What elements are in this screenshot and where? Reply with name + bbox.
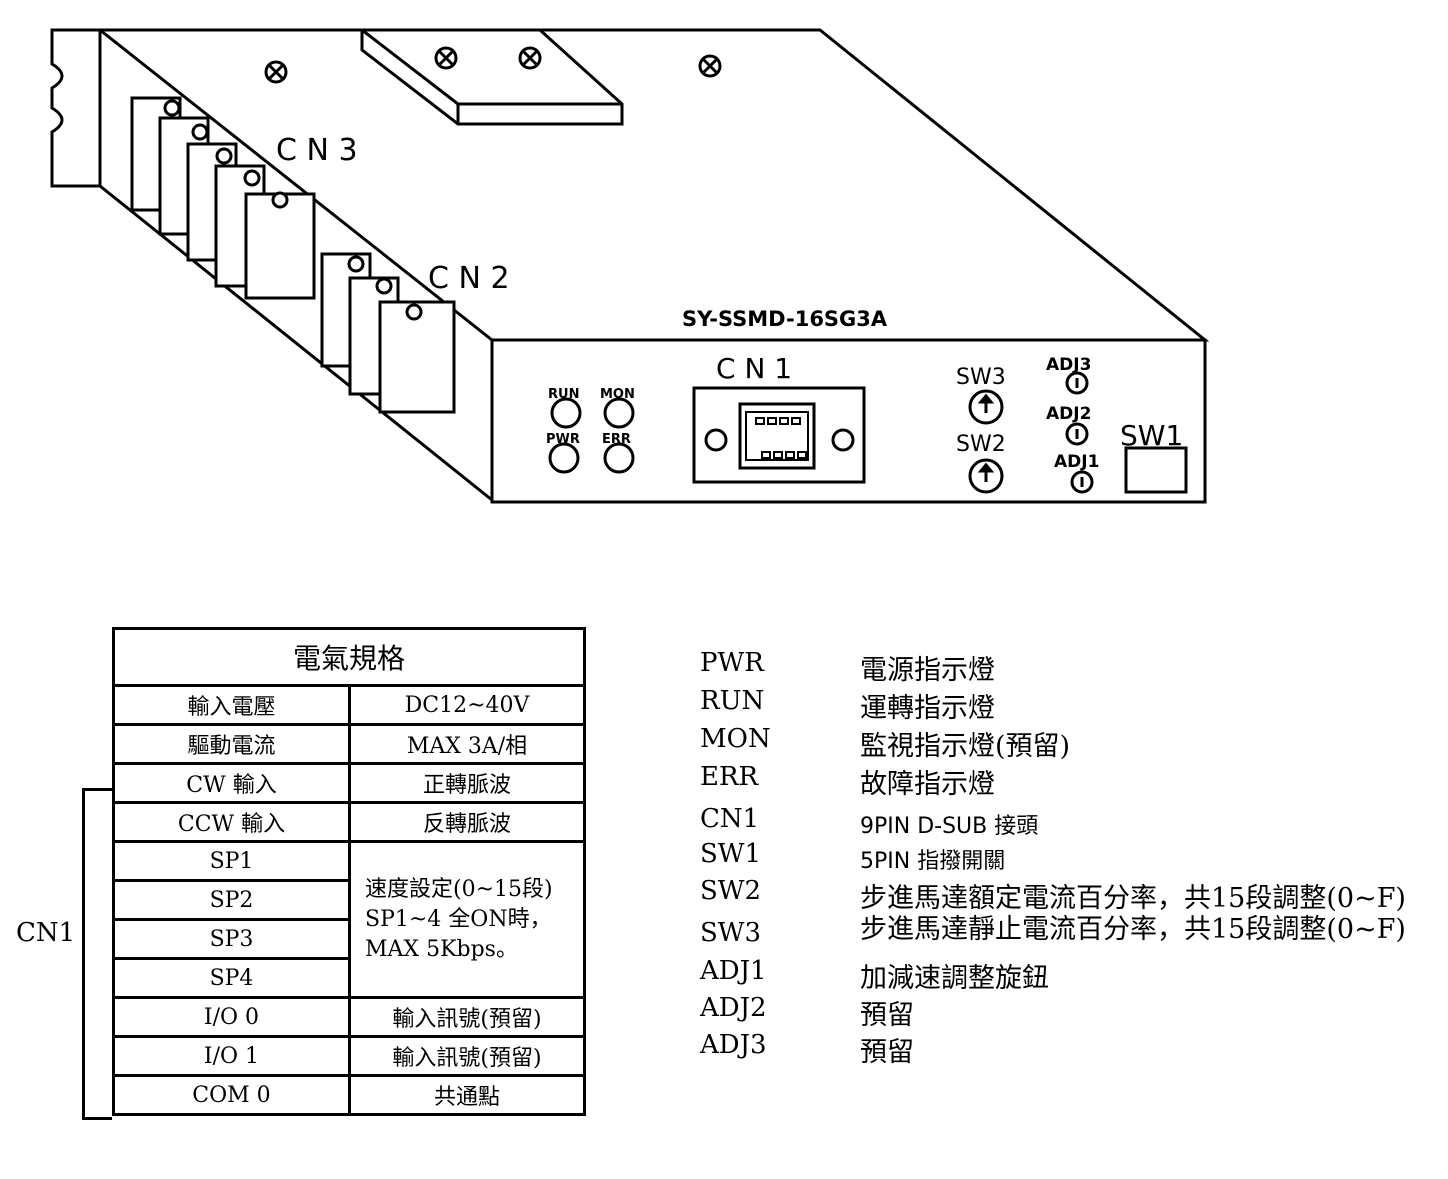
table-row: SP4: [112, 957, 585, 999]
legend-desc: 5PIN 指撥開關: [860, 849, 1006, 874]
legend-key: CN1: [700, 804, 760, 834]
legend-desc: 步進馬達額定電流百分率，共15段調整(0~F): [860, 883, 1406, 914]
legend-desc: 監視指示燈(預留): [860, 731, 1071, 762]
speed-line: 速度設定(0~15段): [365, 876, 553, 902]
legend-key: RUN: [700, 686, 765, 716]
pwr-led: [548, 442, 580, 474]
sw3-label: SW3: [956, 365, 1006, 390]
spec-value: 共通點: [348, 1074, 586, 1116]
legend-key: PWR: [700, 648, 764, 678]
spec-name: 驅動電流: [112, 723, 351, 765]
table-row: I/O 1 輸入訊號(預留): [112, 1035, 586, 1077]
cn1-bracket: [82, 788, 112, 1120]
legend-key: ADJ3: [700, 1030, 767, 1060]
spec-table-title: 電氣規格: [112, 627, 586, 687]
run-led-label: RUN: [548, 387, 579, 402]
sw2-rotary: [968, 458, 1004, 494]
mounting-flange: [50, 28, 102, 188]
screw-icons: [264, 46, 722, 84]
spec-name: SP2: [112, 879, 351, 921]
legend-desc: 加減速調整旋鈕: [860, 963, 1049, 994]
heatsink-plate: [360, 28, 624, 126]
legend-key: SW2: [700, 876, 762, 906]
cn1-label-device: C N 1: [716, 352, 792, 385]
spec-name: COM 0: [112, 1074, 351, 1116]
spec-name: I/O 1: [112, 1035, 351, 1077]
spec-value: 反轉脈波: [348, 801, 586, 843]
legend-desc: 預留: [860, 1000, 914, 1031]
spec-table: 電氣規格 輸入電壓 DC12~40V 驅動電流 MAX 3A/相 CW 輸入 正…: [112, 627, 586, 1116]
cn1-pins: [755, 417, 807, 459]
adj3-label: ADJ3: [1046, 355, 1091, 375]
legend-key: SW1: [700, 839, 762, 869]
mon-led: [603, 397, 635, 429]
sw3-rotary: [968, 389, 1004, 425]
spec-value: 輸入訊號(預留): [348, 1035, 586, 1077]
speed-line: MAX 5Kbps。: [365, 936, 518, 962]
cn1-group-label: CN1: [16, 918, 76, 948]
adj2-knob: [1065, 422, 1089, 446]
adj3-knob: [1065, 371, 1089, 395]
sw2-label: SW2: [956, 432, 1006, 457]
legend-desc: 電源指示燈: [860, 655, 995, 686]
table-row: SP3: [112, 918, 585, 960]
err-led-label: ERR: [602, 432, 631, 447]
legend-desc: 9PIN D-SUB 接頭: [860, 814, 1039, 839]
legend-desc: 運轉指示燈: [860, 693, 995, 724]
device-drawing: C N 3 C N 2 SY-SSMD-16SG3A C N 1 RUN MON…: [50, 28, 1210, 504]
table-row: CCW 輸入 反轉脈波: [112, 801, 586, 843]
spec-value: MAX 3A/相: [348, 723, 586, 765]
adj1-label: ADJ1: [1054, 452, 1099, 472]
legend-key: MON: [700, 724, 771, 754]
table-row: 輸入電壓 DC12~40V: [112, 684, 586, 726]
run-led: [550, 397, 582, 429]
table-row: 驅動電流 MAX 3A/相: [112, 723, 586, 765]
cn2-label: C N 2: [428, 261, 510, 296]
adj2-label: ADJ2: [1046, 404, 1091, 424]
table-row: COM 0 共通點: [112, 1074, 586, 1116]
cn1-dsub-connector: [692, 386, 866, 484]
spec-name: SP3: [112, 918, 351, 960]
mon-led-label: MON: [600, 387, 635, 402]
cn3-label: C N 3: [276, 133, 358, 168]
table-row: I/O 0 輸入訊號(預留): [112, 996, 586, 1038]
model-label: SY-SSMD-16SG3A: [682, 307, 888, 331]
spec-value: DC12~40V: [348, 684, 586, 726]
adj1-knob: [1070, 470, 1094, 494]
spec-value: 正轉脈波: [348, 762, 586, 804]
sw1-dip-switch: [1124, 446, 1188, 494]
table-row: SP1 速度設定(0~15段) SP1~4 全ON時， MAX 5Kbps。: [112, 840, 586, 999]
pwr-led-label: PWR: [546, 432, 580, 447]
legend-desc: 步進馬達靜止電流百分率，共15段調整(0~F): [860, 914, 1406, 945]
table-row: SP2: [112, 879, 585, 921]
spec-name: 輸入電壓: [112, 684, 351, 726]
front-panel: [490, 338, 1207, 504]
legend-key: ADJ2: [700, 993, 767, 1023]
spec-name: CCW 輸入: [112, 801, 351, 843]
spec-name: CW 輸入: [112, 762, 351, 804]
sw1-label: SW1: [1120, 419, 1183, 452]
speed-setting-cell: 速度設定(0~15段) SP1~4 全ON時， MAX 5Kbps。: [348, 840, 586, 999]
speed-line: SP1~4 全ON時，: [365, 906, 552, 932]
legend-key: SW3: [700, 918, 762, 948]
table-row: CW 輸入 正轉脈波: [112, 762, 586, 804]
spec-name: I/O 0: [112, 996, 351, 1038]
legend-desc: 故障指示燈: [860, 769, 995, 800]
spec-value: 輸入訊號(預留): [348, 996, 586, 1038]
spec-name: SP4: [112, 957, 351, 999]
legend-key: ADJ1: [700, 956, 767, 986]
err-led: [603, 442, 635, 474]
cn2-terminal-block: [320, 252, 456, 414]
legend-desc: 預留: [860, 1037, 914, 1068]
spec-name: SP1: [112, 840, 351, 882]
legend-key: ERR: [700, 762, 759, 792]
cn3-terminal-block: [130, 96, 316, 300]
